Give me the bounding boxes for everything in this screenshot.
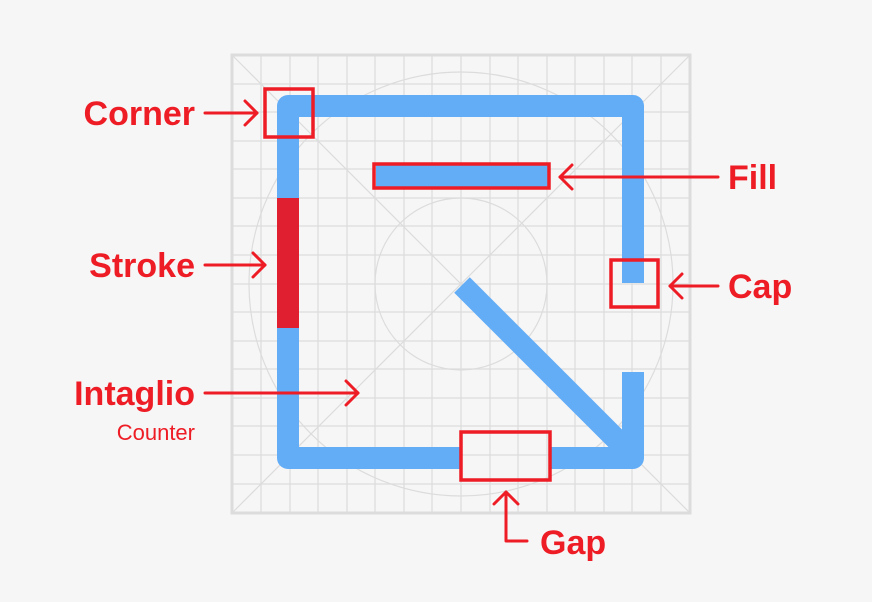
corner-highlight-box <box>263 87 315 139</box>
stroke-highlight <box>277 198 299 328</box>
grid-inner-circle <box>374 197 548 371</box>
cap-arrow <box>668 272 720 300</box>
icon-shape <box>277 95 644 469</box>
fill-highlight-box <box>372 162 551 190</box>
stroke-arrow <box>203 251 267 279</box>
annotation-arrows <box>203 99 720 543</box>
counter-label: Counter <box>117 420 195 445</box>
fill-bar <box>376 165 548 187</box>
intaglio-label: Intaglio <box>74 375 195 413</box>
corner-arrow <box>203 99 259 127</box>
grid-diagonal <box>231 54 691 514</box>
icon-outline-path-right <box>549 372 644 469</box>
cap-highlight-box <box>609 258 660 309</box>
corner-label: Corner <box>84 95 195 133</box>
stroke-label: Stroke <box>89 247 195 285</box>
annotation-labels: Corner Stroke Intaglio Counter Fill Cap … <box>74 95 792 562</box>
highlight-boxes <box>263 87 660 482</box>
gap-arrow <box>492 490 529 543</box>
cap-label: Cap <box>728 268 792 306</box>
icon-diagonal-stroke <box>454 277 641 464</box>
fill-label: Fill <box>728 159 777 197</box>
gap-highlight-box <box>459 430 552 482</box>
intaglio-arrow <box>203 379 360 407</box>
fill-arrow <box>558 163 720 191</box>
gap-label: Gap <box>540 524 606 562</box>
icon-outline-path <box>277 95 644 469</box>
